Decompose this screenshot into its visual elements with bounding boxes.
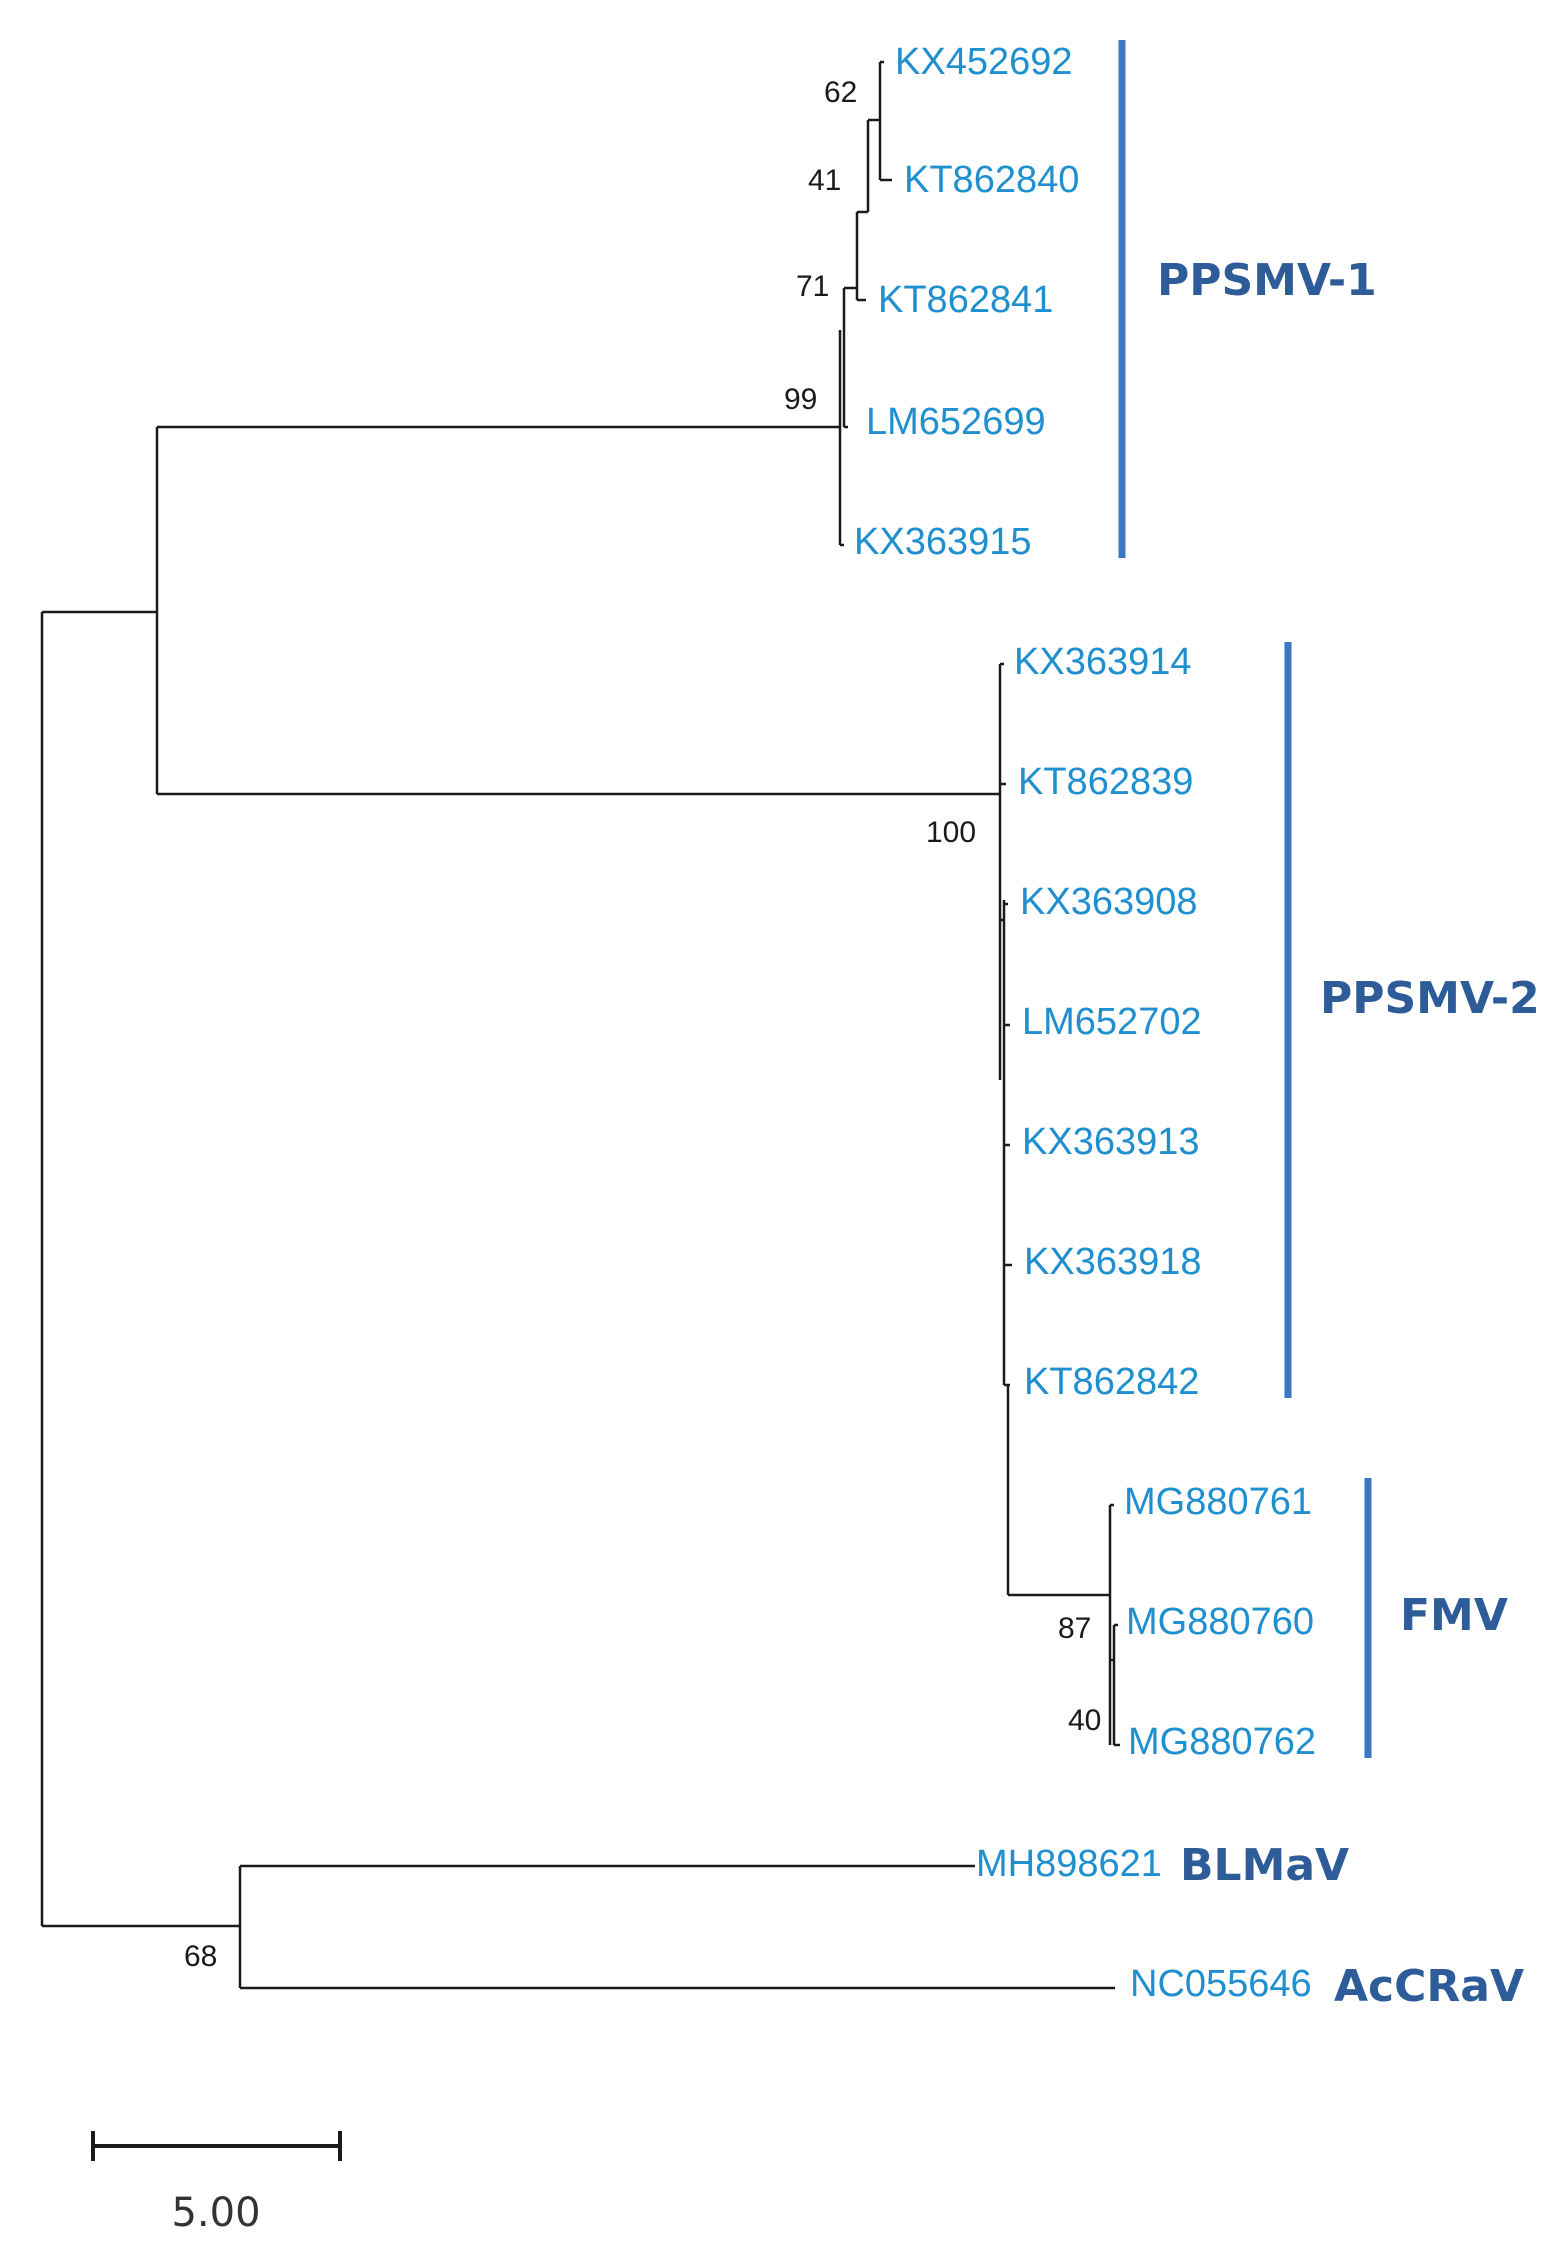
clade-label-accrav: AcCRaV bbox=[1334, 1961, 1524, 2012]
scale-bar: 5.00 bbox=[91, 2131, 342, 2236]
leaf-label-mg880761: MG880761 bbox=[1124, 1481, 1312, 1523]
scale-bar-label: 5.00 bbox=[171, 2190, 260, 2236]
bootstrap-value-40: 40 bbox=[1068, 1704, 1101, 1737]
leaf-label-kt862841: KT862841 bbox=[878, 279, 1053, 321]
bootstrap-values: 62 41 71 99 100 87 40 68 bbox=[184, 76, 1101, 1973]
bootstrap-value-100: 100 bbox=[926, 816, 976, 849]
leaf-label-kt862842: KT862842 bbox=[1024, 1361, 1199, 1403]
bootstrap-value-87: 87 bbox=[1058, 1612, 1091, 1645]
leaf-label-kt862839: KT862839 bbox=[1018, 761, 1193, 803]
tree-branches bbox=[40, 60, 1120, 1990]
leaf-label-mg880762: MG880762 bbox=[1128, 1721, 1316, 1763]
leaf-label-kt862840: KT862840 bbox=[904, 159, 1079, 201]
bootstrap-value-68: 68 bbox=[184, 1940, 217, 1973]
leaf-label-lm652702: LM652702 bbox=[1022, 1001, 1202, 1043]
clade-label-blmav: BLMaV bbox=[1180, 1840, 1349, 1891]
leaf-label-mh898621: MH898621 bbox=[976, 1843, 1162, 1885]
leaf-label-kx363914: KX363914 bbox=[1014, 641, 1192, 683]
leaf-labels: KX452692KT862840KT862841LM652699KX363915… bbox=[854, 41, 1316, 2005]
leaf-label-kx363918: KX363918 bbox=[1024, 1241, 1202, 1283]
clade-label-fmv: FMV bbox=[1400, 1590, 1508, 1641]
leaf-label-lm652699: LM652699 bbox=[866, 401, 1046, 443]
bootstrap-value-71: 71 bbox=[796, 270, 829, 303]
leaf-label-kx363915: KX363915 bbox=[854, 521, 1032, 563]
scale-bar-line bbox=[91, 2131, 342, 2161]
leaf-label-kx363913: KX363913 bbox=[1022, 1121, 1200, 1163]
leaf-label-mg880760: MG880760 bbox=[1126, 1601, 1314, 1643]
bootstrap-value-99: 99 bbox=[784, 383, 817, 416]
leaf-label-kx363908: KX363908 bbox=[1020, 881, 1198, 923]
bootstrap-value-41: 41 bbox=[808, 164, 841, 197]
bootstrap-value-62: 62 bbox=[824, 76, 857, 109]
leaf-label-nc055646: NC055646 bbox=[1130, 1963, 1312, 2005]
clade-label-ppsmv2: PPSMV-2 bbox=[1320, 973, 1540, 1024]
leaf-label-kx452692: KX452692 bbox=[895, 41, 1073, 83]
clade-label-ppsmv1: PPSMV-1 bbox=[1157, 255, 1377, 306]
